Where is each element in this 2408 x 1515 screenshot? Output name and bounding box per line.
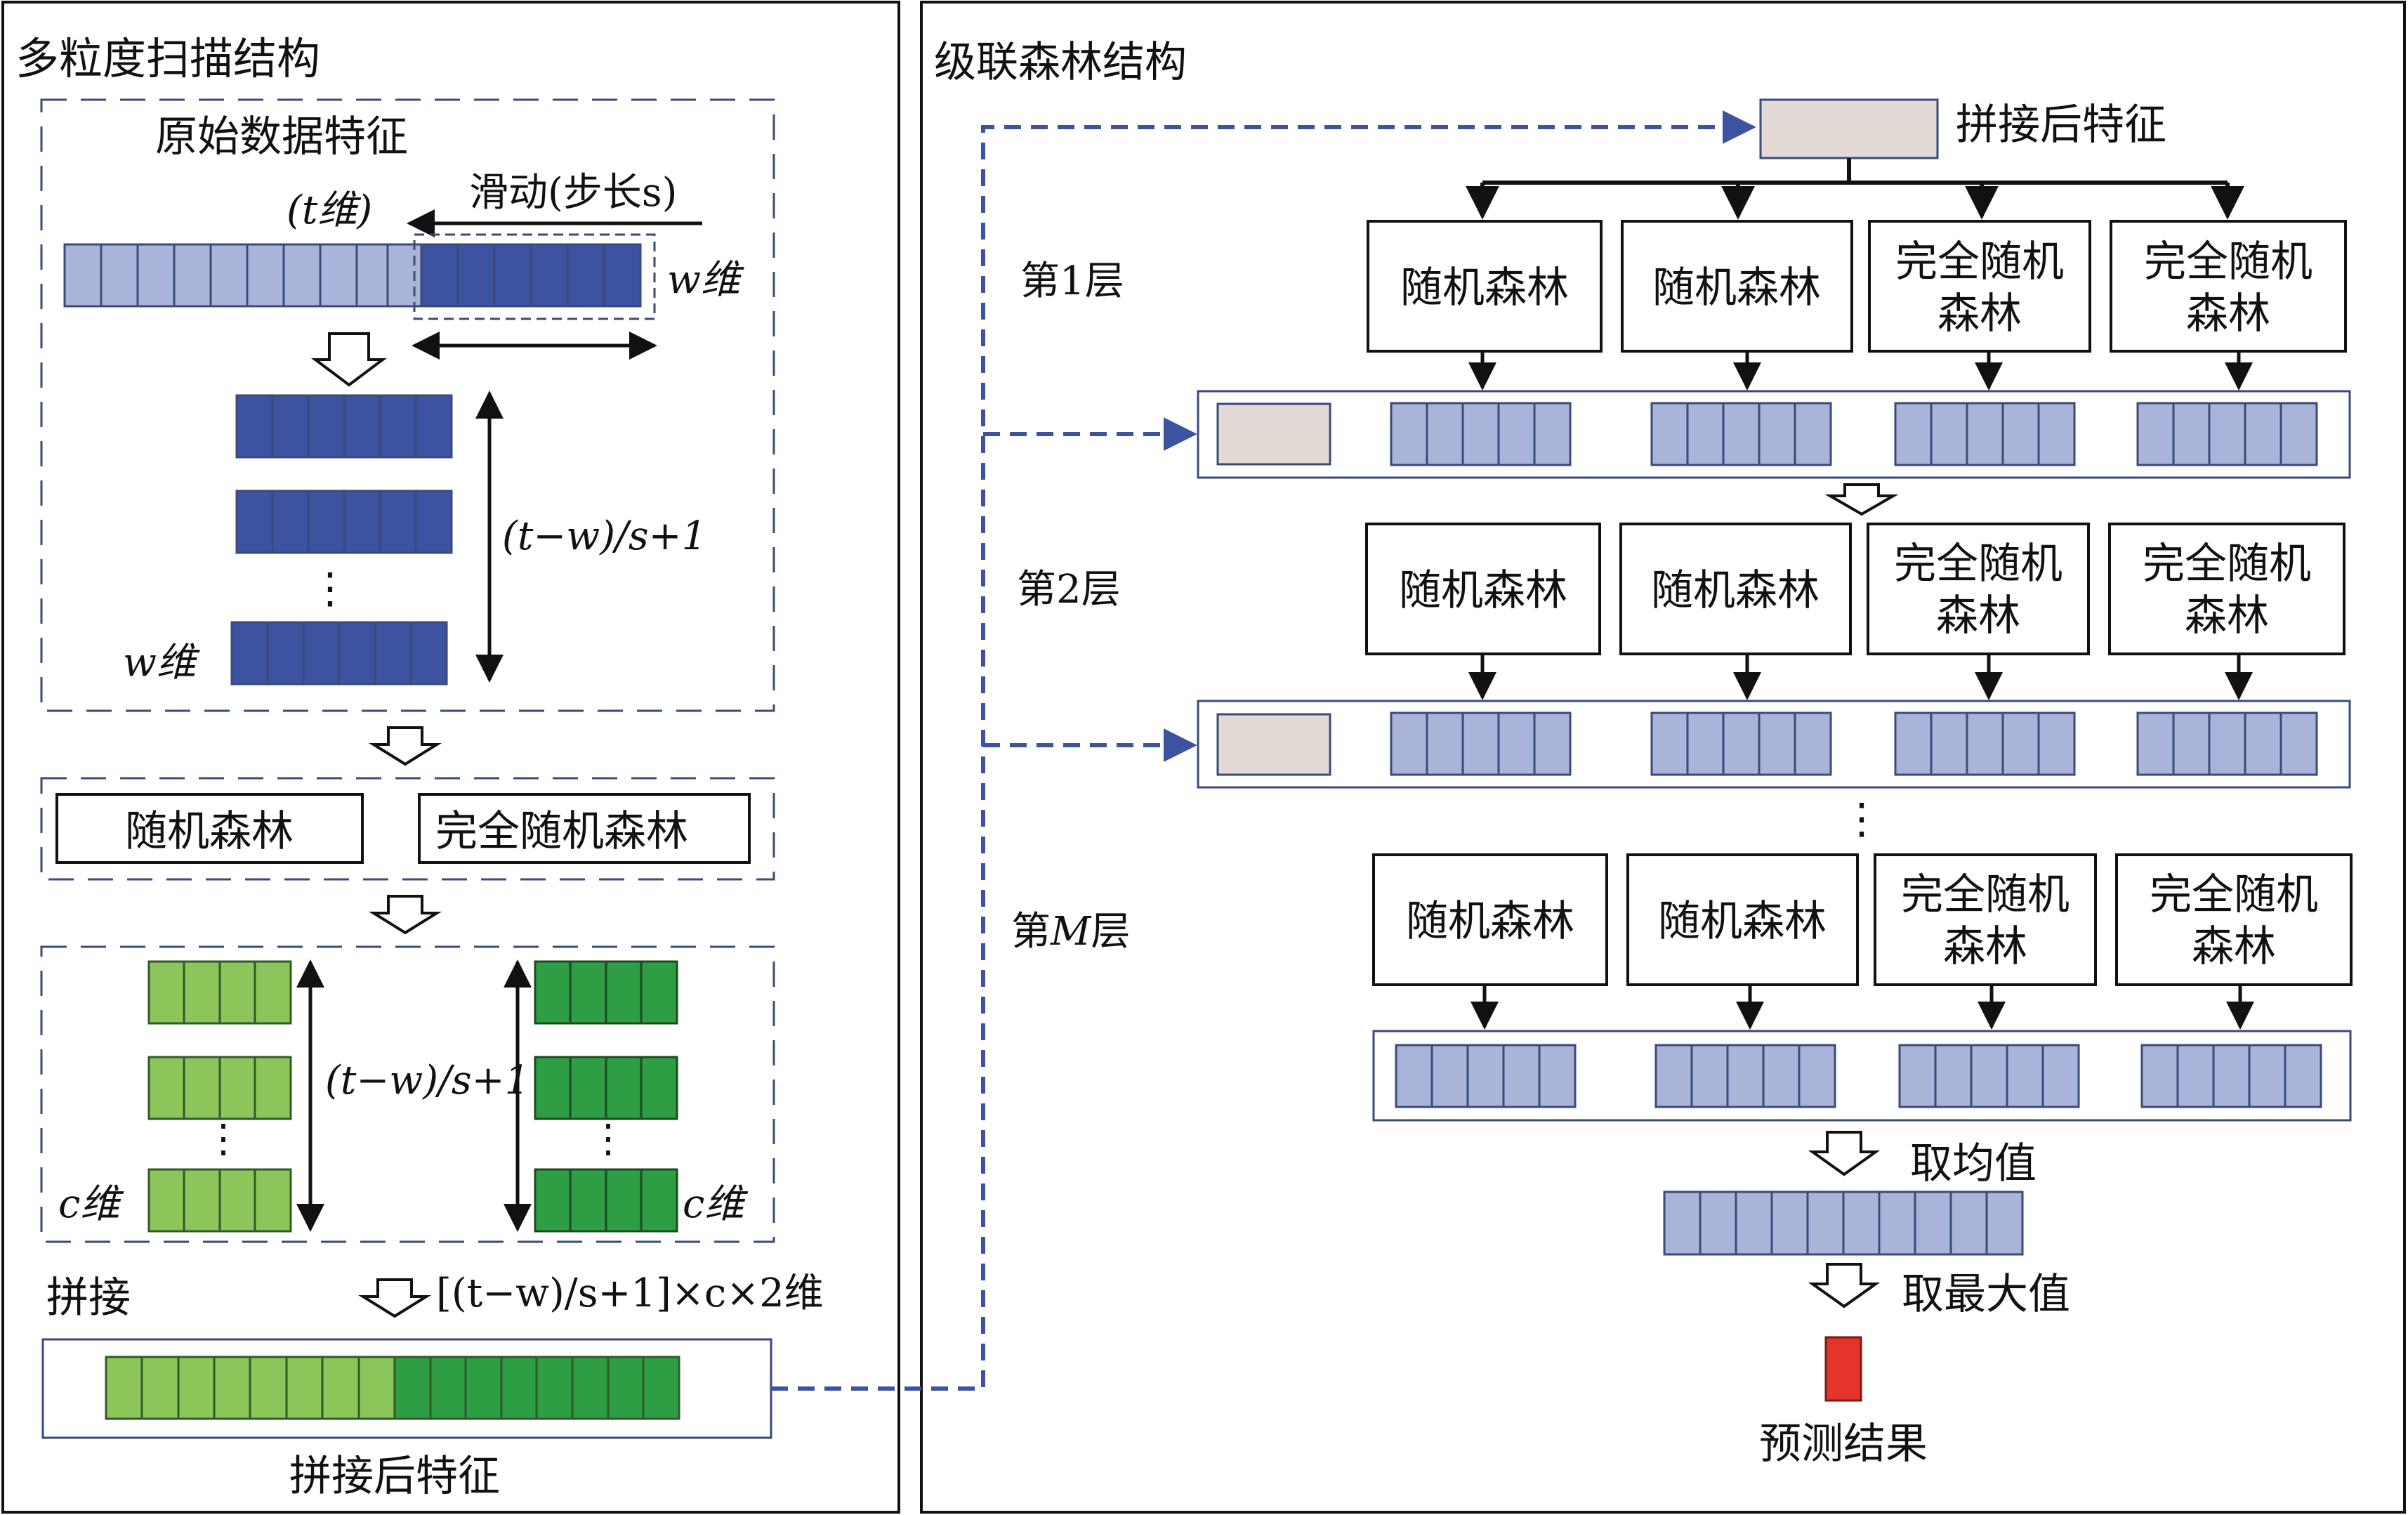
cascade-forest-title: 级联森林结构 xyxy=(934,38,1187,87)
down-arrow-icon xyxy=(1808,1131,1881,1176)
layer-1-completely-random-forest-1-label: 完全随机森林 xyxy=(1895,237,2064,339)
down-arrow-icon xyxy=(1824,483,1899,516)
layer-m-class-vectors xyxy=(1395,1044,2322,1108)
down-arrow-icon xyxy=(369,895,442,935)
layer-1-output-arrows xyxy=(1468,351,2253,391)
layer-2-completely-random-forest-2-label: 完全随机森林 xyxy=(2143,539,2311,641)
raw-feature-cell-dividers xyxy=(100,244,605,306)
layer-2-label: 第2层 xyxy=(1017,567,1121,612)
completely-random-forest-label: 完全随机森林 xyxy=(435,807,688,856)
layer-m-completely-random-forest-2-label: 完全随机森林 xyxy=(2150,870,2318,971)
ellipsis-dots: ⋮ xyxy=(204,1116,243,1162)
class-vectors-random-forest xyxy=(147,960,292,1233)
layer-2-completely-random-forest-1 xyxy=(1867,523,2090,655)
down-arrow-icon xyxy=(311,332,387,387)
concat-dimension-label: [(t−w)/s+1]×c×2维 xyxy=(436,1271,824,1316)
sliding-step-label: 滑动(步长s) xyxy=(469,170,677,216)
forest-label-line-1: 完全随机 xyxy=(1895,237,2064,287)
w-dimension-label-bottom: w维 xyxy=(123,640,200,686)
class-vector-section xyxy=(40,945,775,1243)
layer-m-random-forest-1-label: 随机森林 xyxy=(1406,897,1574,946)
layer-2-completely-random-forest-1-label: 完全随机森林 xyxy=(1894,539,2062,641)
concat-feature-input xyxy=(1759,98,1939,159)
layer-m-completely-random-forest-1-label: 完全随机森林 xyxy=(1901,870,2070,971)
random-forest-box xyxy=(55,793,364,864)
random-forest-label: 随机森林 xyxy=(125,807,294,856)
raw-feature-section xyxy=(40,98,775,712)
mean-vector xyxy=(1663,1191,2024,1256)
layer-m-random-forest-1 xyxy=(1372,853,1608,986)
layer-2-completely-random-forest-2 xyxy=(2108,523,2346,655)
concat-feature-link xyxy=(771,110,1756,1391)
completely-random-forest-box xyxy=(418,793,751,864)
layer-2-output-arrows xyxy=(1468,654,2253,700)
layer-2-random-forest-2-label: 随机森林 xyxy=(1651,566,1820,615)
layer-m-random-forest-2 xyxy=(1626,853,1859,986)
layer-m-completely-random-forest-1 xyxy=(1874,853,2097,986)
window-instances xyxy=(230,394,453,686)
layer-m-label: 第M层 xyxy=(1011,909,1130,955)
window-count-label: (t−w)/s+1 xyxy=(502,513,706,559)
layer-1-random-forest-2 xyxy=(1621,220,1853,353)
concat-label: 拼接 xyxy=(46,1273,131,1323)
ellipsis-dots: ⋮ xyxy=(1841,794,1883,844)
ellipsis-dots: ⋮ xyxy=(588,1116,628,1162)
layer-1-random-forest-1 xyxy=(1367,220,1603,353)
class-vectors-completely-random-forest xyxy=(534,960,678,1233)
layer-1-concat-feature xyxy=(1216,402,1331,466)
ellipsis-dots: ⋮ xyxy=(309,564,351,613)
layer-2-random-forest-1-label: 随机森林 xyxy=(1399,566,1567,615)
forest-section xyxy=(40,777,775,881)
multi-grained-scanning-panel xyxy=(1,1,900,1514)
layer-2-random-forest-1 xyxy=(1365,523,1601,655)
layer-2-random-forest-2 xyxy=(1619,523,1852,655)
layer-1-completely-random-forest-2-label: 完全随机森林 xyxy=(2144,237,2312,339)
layer-1-completely-random-forest-2 xyxy=(2110,220,2347,353)
layer-1-completely-random-forest-1 xyxy=(1868,220,2091,353)
layer-2-class-vectors xyxy=(1390,711,2318,776)
concat-feature-caption: 拼接后特征 xyxy=(289,1452,500,1501)
raw-data-feature-title: 原始数据特征 xyxy=(155,112,408,162)
layer-m-completely-random-forest-2 xyxy=(2115,853,2353,986)
down-arrow-icon xyxy=(369,726,442,766)
layer-2-concat-feature xyxy=(1216,713,1331,776)
input-branch-arrows xyxy=(1466,158,2244,220)
cascade-forest-panel xyxy=(920,1,2406,1514)
layer-1-random-forest-1-label: 随机森林 xyxy=(1400,263,1569,313)
output-count-label: (t−w)/s+1 xyxy=(325,1058,529,1103)
down-arrow-icon xyxy=(358,1278,431,1318)
layer-1-random-forest-2-label: 随机森林 xyxy=(1652,263,1821,313)
layer-m-random-forest-2-label: 随机森林 xyxy=(1658,897,1827,946)
result-label: 预测结果 xyxy=(1759,1419,1928,1469)
layer-1-label: 第1层 xyxy=(1020,258,1124,304)
mean-label: 取均值 xyxy=(1910,1139,2037,1188)
concat-feature-vector xyxy=(105,1356,680,1420)
scan-window-frame xyxy=(413,233,656,320)
layer-1-class-vectors xyxy=(1390,402,2318,466)
layer-m-output-arrows xyxy=(1471,985,2254,1030)
concat-feature-input-label: 拼接后特征 xyxy=(1956,100,2166,150)
c-dimension-label-right: c维 xyxy=(683,1181,748,1227)
multi-grained-scanning-title: 多粒度扫描结构 xyxy=(15,33,320,84)
w-dimension-label-top: w维 xyxy=(667,257,744,303)
c-dimension-label-left: c维 xyxy=(58,1181,124,1227)
result-cell xyxy=(1824,1336,1862,1402)
t-dimension-label: (t维) xyxy=(287,188,372,233)
max-label: 取最大值 xyxy=(1902,1270,2070,1319)
down-arrow-icon xyxy=(1808,1263,1881,1309)
